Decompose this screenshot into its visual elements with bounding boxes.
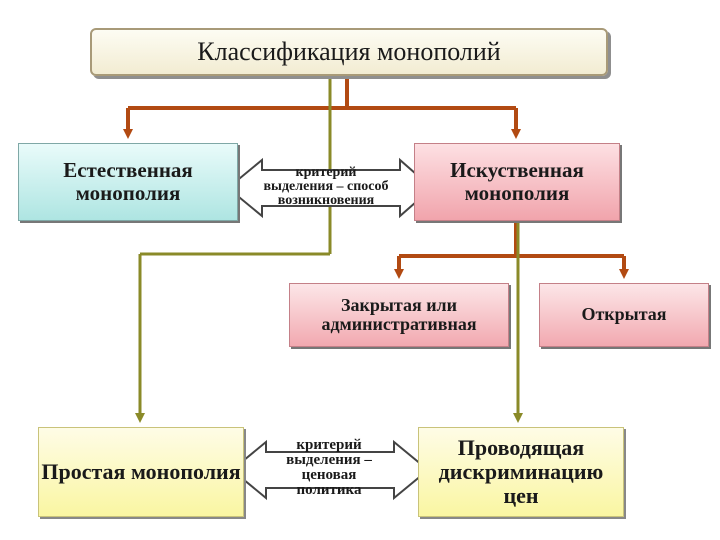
simple-monopoly-box: Простая монополия: [38, 427, 244, 517]
criterion-origin-label: критерий выделения – способ возникновени…: [263, 165, 389, 208]
open-monopoly-box: Открытая: [539, 283, 709, 347]
price-discrimination-box: Проводящая дискриминацию цен: [418, 427, 624, 517]
closed-monopoly-box: Закрытая или административная: [289, 283, 509, 347]
criterion-pricing-label: критерий выделения – ценовая политика: [286, 437, 372, 498]
diagram-title: Классификация монополий: [90, 28, 608, 76]
artificial-monopoly-box: Искуственная монополия: [414, 143, 620, 221]
natural-monopoly-box: Естественная монополия: [18, 143, 238, 221]
